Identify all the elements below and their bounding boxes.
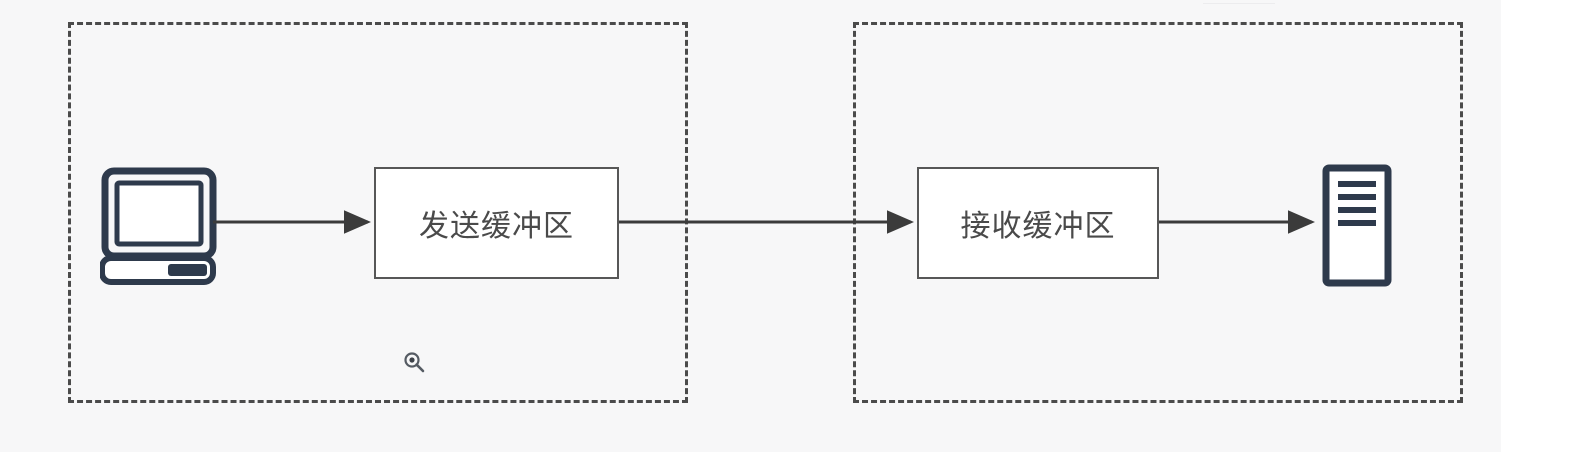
receiver-zone[interactable]: [853, 22, 1463, 403]
receive-buffer-label: 接收缓冲区: [960, 209, 1116, 244]
top-hairline-artifact: [1203, 3, 1275, 4]
sender-zone[interactable]: [68, 22, 688, 403]
send-buffer-node[interactable]: 发送缓冲区: [374, 167, 619, 279]
send-buffer-label: 发送缓冲区: [419, 209, 574, 244]
server-tower-icon[interactable]: [1318, 163, 1396, 288]
diagram-canvas[interactable]: 发送缓冲区 接收缓冲区: [0, 0, 1501, 452]
magnifier-icon: [402, 350, 428, 376]
computer-icon[interactable]: [99, 165, 220, 285]
receive-buffer-node[interactable]: 接收缓冲区: [917, 167, 1159, 279]
